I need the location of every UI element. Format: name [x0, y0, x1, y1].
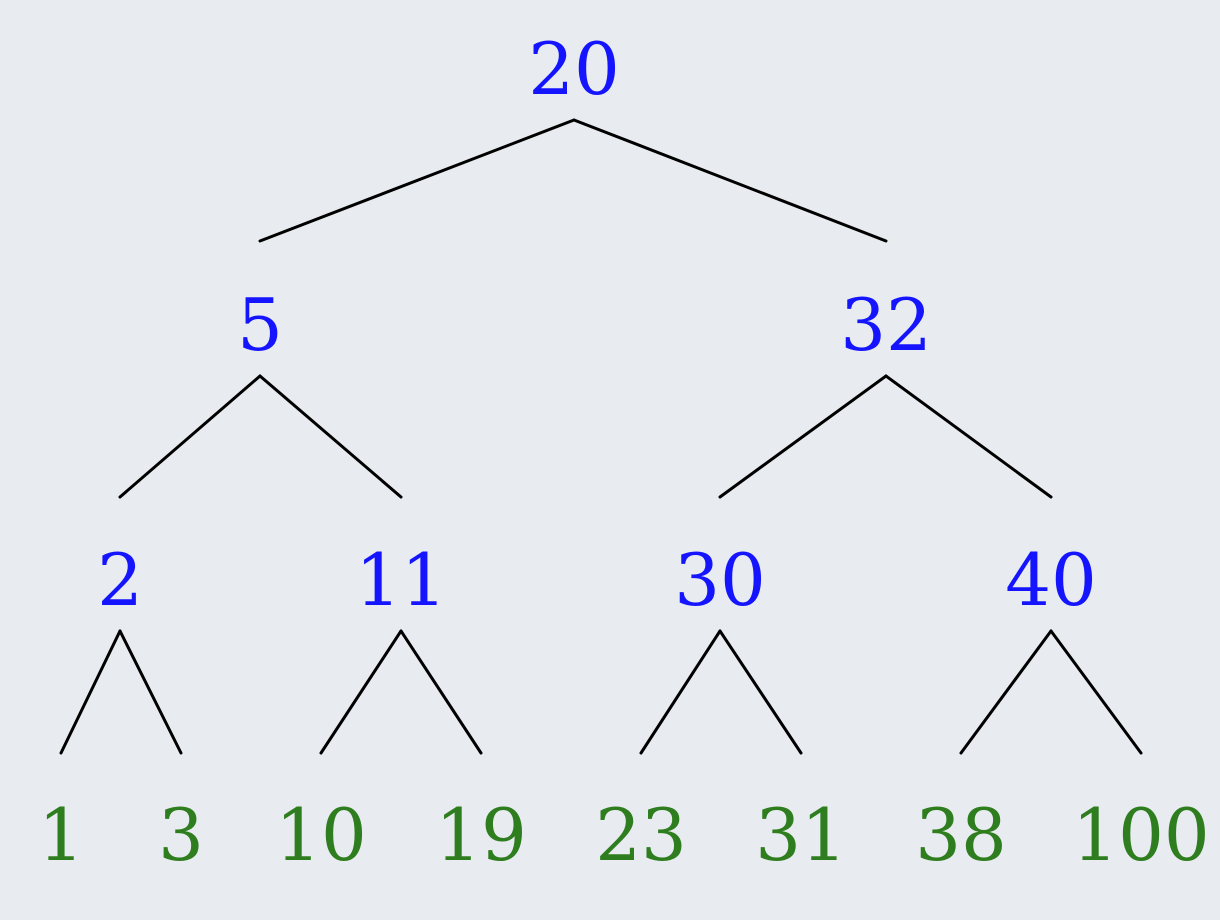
leaf-node-label: 38: [915, 793, 1007, 877]
internal-node-label: 11: [355, 538, 447, 622]
tree-edge: [258, 374, 403, 499]
internal-node-label: 40: [1005, 538, 1097, 622]
leaf-node-label: 19: [435, 793, 527, 877]
tree-edge: [572, 118, 888, 243]
tree-edge: [118, 629, 183, 755]
tree-edge: [319, 629, 403, 755]
tree-edge: [258, 118, 576, 243]
internal-node-label: 32: [840, 283, 932, 367]
tree-edges: [59, 118, 1143, 755]
internal-node-label: 5: [237, 283, 283, 367]
internal-node-label: 30: [674, 538, 766, 622]
tree-edge: [959, 629, 1053, 755]
leaf-node-label: 31: [755, 793, 847, 877]
tree-edge: [718, 374, 888, 499]
tree-edge: [1049, 629, 1143, 755]
internal-node-label: 2: [97, 538, 143, 622]
tree-edge: [639, 629, 722, 755]
tree-edge: [884, 374, 1053, 499]
leaf-node-label: 23: [595, 793, 687, 877]
tree-edge: [59, 629, 122, 755]
tree-edge: [399, 629, 483, 755]
leaf-node-label: 100: [1072, 793, 1209, 877]
internal-node-label: 20: [528, 27, 620, 111]
leaf-node-label: 1: [38, 793, 84, 877]
leaf-node-label: 3: [158, 793, 204, 877]
tree-edge: [718, 629, 803, 755]
tree-edge: [118, 374, 262, 499]
leaf-node-label: 10: [275, 793, 367, 877]
